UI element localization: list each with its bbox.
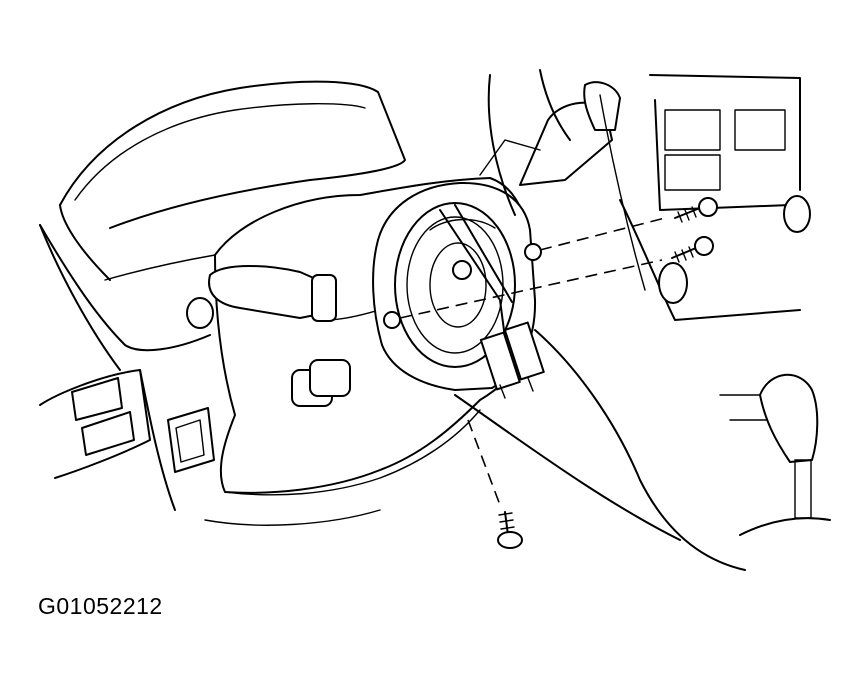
turn-signal-stalk <box>186 265 337 329</box>
dashboard-left-lines <box>39 224 381 526</box>
screw-bottom <box>497 511 523 549</box>
shift-lever <box>739 373 831 536</box>
spiral-cable-connector <box>479 321 545 399</box>
dash-switches <box>39 359 351 479</box>
wiper-stalk <box>479 81 621 186</box>
screw-upper <box>674 197 718 223</box>
instrument-cluster-hood <box>39 80 406 352</box>
installation-guide-lines <box>399 217 666 506</box>
figure-id-label: G01052212 <box>38 593 163 619</box>
screw-lower <box>671 236 714 263</box>
